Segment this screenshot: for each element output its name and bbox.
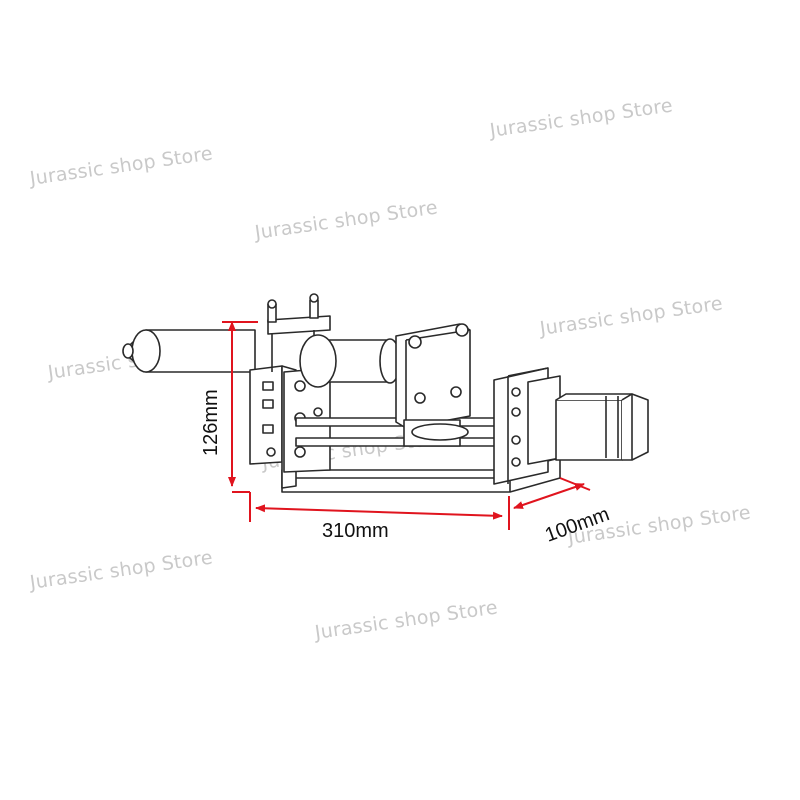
height-dimension-label: 126mm (200, 389, 222, 456)
length-dimension-label: 310mm (322, 520, 389, 542)
stepper-motor (555, 399, 623, 461)
dimension-lines (222, 321, 591, 530)
machine-line-art (122, 293, 649, 493)
depth-dimension-line (513, 483, 585, 509)
depth-dimension-label: 100mm (542, 503, 612, 546)
guide-rail-lower (295, 437, 497, 447)
top-clamp (267, 315, 331, 335)
left-end-plate (249, 365, 283, 465)
length-dimension-line (255, 504, 503, 520)
